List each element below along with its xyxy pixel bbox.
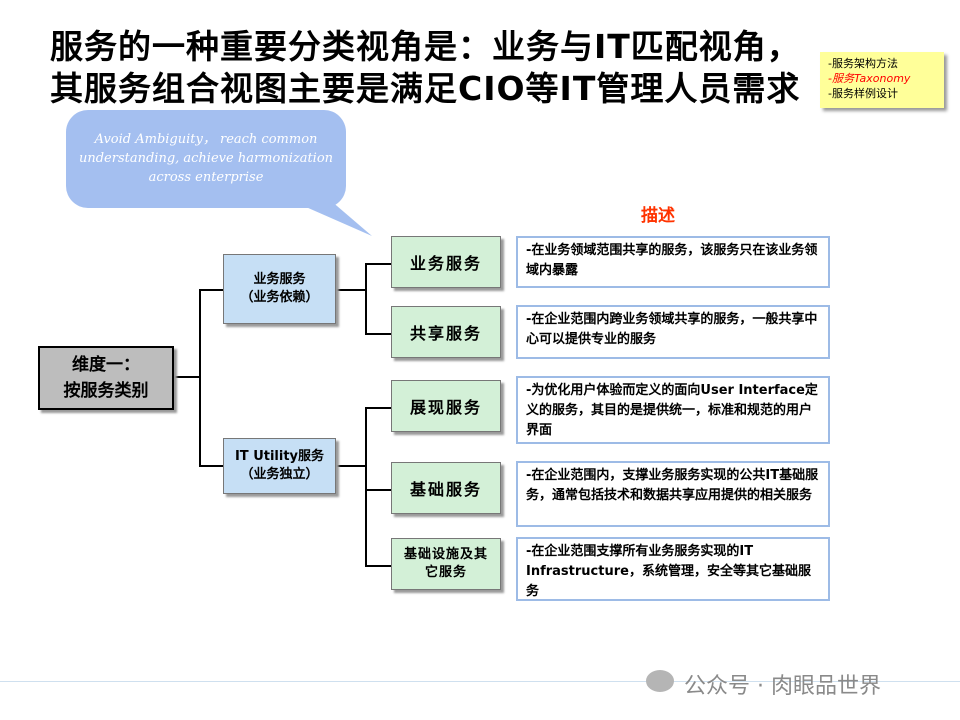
description-text: -在企业范围内跨业务领域共享的服务，一般共享中心可以提供专业的服务 — [526, 312, 818, 347]
category-label: IT Utility服务 — [234, 449, 325, 464]
description-presentation: -为优化用户体验而定义的面向User Interface定义的服务，其目的是提供… — [516, 376, 830, 444]
wechat-icon — [646, 670, 674, 692]
service-label: 业务服务 — [409, 254, 482, 273]
description-shared: -在企业范围内跨业务领域共享的服务，一般共享中心可以提供专业的服务 — [516, 305, 830, 359]
description-header: 描述 — [641, 206, 675, 226]
service-label: 基础设施及其它服务 — [403, 547, 488, 580]
description-foundation: -在企业范围内，支撑业务服务实现的公共IT基础服务，通常包括技术和数据共享应用提… — [516, 461, 830, 527]
sticky-note: -服务架构方法 -服务Taxonomy -服务样例设计 — [820, 52, 944, 108]
category-business: 业务服务 （业务依赖） — [223, 254, 336, 324]
dimension-box: 维度一： 按服务类别 — [38, 346, 174, 410]
service-label: 展现服务 — [409, 398, 482, 417]
category-it-utility: IT Utility服务 （业务独立） — [223, 438, 336, 494]
bubble-text: Avoid Ambiguity， reach common understand… — [78, 132, 334, 185]
watermark: 公众号 · 肉眼品世界 — [684, 674, 881, 699]
dimension-line-2: 按服务类别 — [63, 381, 149, 401]
dimension-line-1: 维度一： — [72, 355, 140, 375]
description-business: -在业务领域范围共享的服务，该服务只在该业务领域内暴露 — [516, 236, 830, 288]
description-text: -在企业范围内，支撑业务服务实现的公共IT基础服务，通常包括技术和数据共享应用提… — [526, 468, 819, 503]
footer-divider — [0, 681, 960, 682]
service-label: 基础服务 — [409, 480, 482, 499]
note-item: -服务样例设计 — [828, 87, 898, 100]
title-line-1: 服务的一种重要分类视角是：业务与IT匹配视角， — [50, 27, 801, 66]
note-item-highlighted: -服务Taxonomy — [828, 72, 911, 85]
category-label: 业务服务 — [253, 272, 306, 287]
category-sublabel: （业务依赖） — [240, 290, 319, 305]
service-business: 业务服务 — [391, 236, 501, 288]
note-item: -服务架构方法 — [828, 57, 898, 70]
service-foundation: 基础服务 — [391, 462, 501, 514]
description-text: -在企业范围支撑所有业务服务实现的IT Infrastructure，系统管理，… — [526, 544, 811, 599]
speech-bubble: Avoid Ambiguity， reach common understand… — [66, 110, 346, 208]
description-infrastructure: -在企业范围支撑所有业务服务实现的IT Infrastructure，系统管理，… — [516, 537, 830, 601]
service-label: 共享服务 — [409, 324, 482, 343]
service-infrastructure: 基础设施及其它服务 — [391, 538, 501, 590]
description-text: -在业务领域范围共享的服务，该服务只在该业务领域内暴露 — [526, 243, 818, 278]
title-line-2: 其服务组合视图主要是满足CIO等IT管理人员需求 — [50, 69, 801, 108]
category-sublabel: （业务独立） — [240, 467, 319, 482]
description-text: -为优化用户体验而定义的面向User Interface定义的服务，其目的是提供… — [526, 383, 818, 438]
service-shared: 共享服务 — [391, 306, 501, 358]
service-presentation: 展现服务 — [391, 380, 501, 432]
